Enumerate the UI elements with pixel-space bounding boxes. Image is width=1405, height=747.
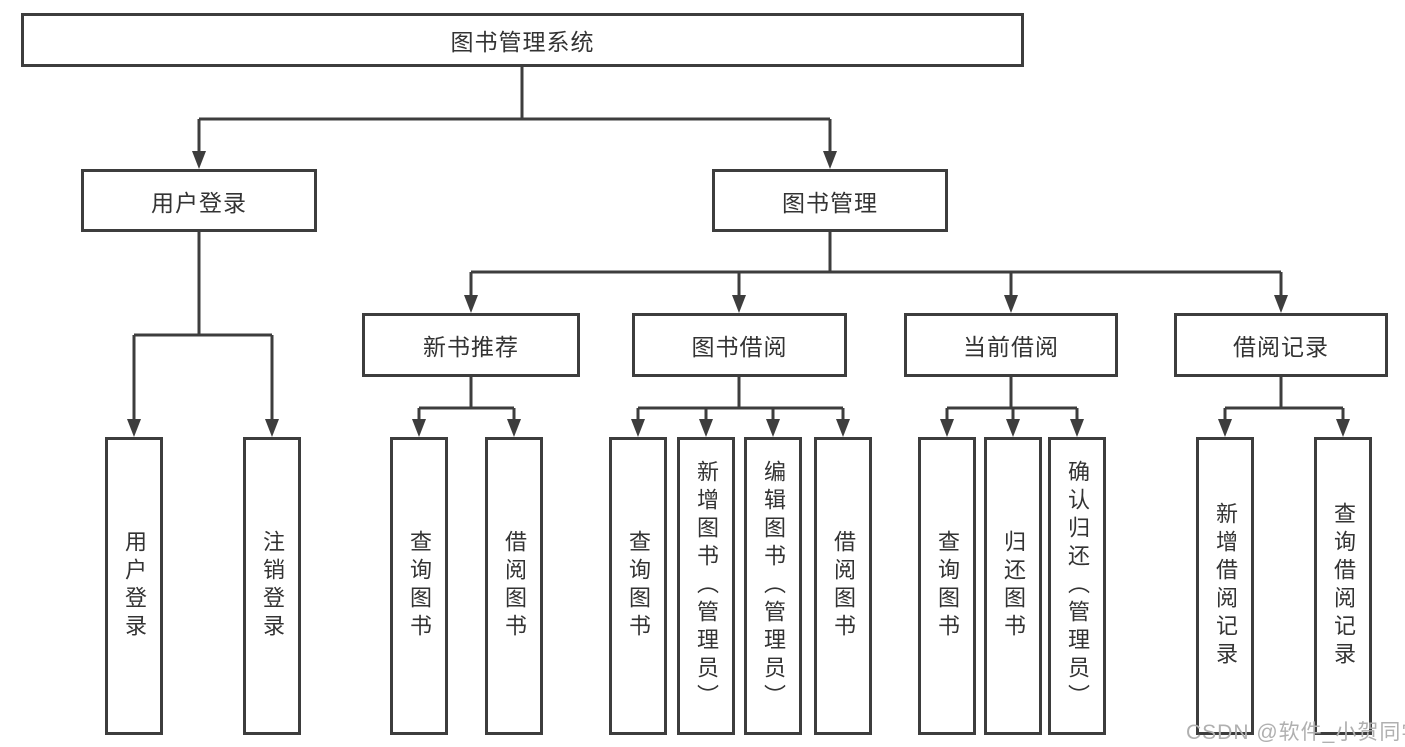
csdn-watermark: CSDN @软件_小贺同学 — [1186, 721, 1405, 744]
connector-segments — [132, 67, 1345, 421]
leaf-logout: 注销登录 — [243, 437, 301, 735]
leaf-edit-books-admin-label: 编辑图书（管理员） — [761, 460, 786, 712]
leaf-query-borrow-record: 查询借阅记录 — [1314, 437, 1372, 735]
leaf-confirm-return-admin-label: 确认归还（管理员） — [1065, 460, 1090, 712]
leaf-return-books-label: 归还图书 — [1001, 530, 1026, 642]
leaf-user-login-label: 用户登录 — [122, 530, 147, 642]
node-user-login: 用户登录 — [81, 169, 317, 232]
leaf-query-books-current: 查询图书 — [918, 437, 976, 735]
leaf-logout-label: 注销登录 — [260, 530, 285, 642]
node-book-borrowing: 图书借阅 — [632, 313, 847, 377]
leaf-borrow-books-borrowing-label: 借阅图书 — [831, 530, 856, 642]
leaf-edit-books-admin: 编辑图书（管理员） — [744, 437, 802, 735]
leaf-borrow-books-recommend: 借阅图书 — [485, 437, 543, 735]
leaf-add-books-admin-label: 新增图书（管理员） — [694, 460, 719, 712]
leaf-query-books-borrowing-label: 查询图书 — [626, 530, 651, 642]
leaf-query-books-recommend: 查询图书 — [390, 437, 448, 735]
leaf-user-login: 用户登录 — [105, 437, 163, 735]
leaf-borrow-books-recommend-label: 借阅图书 — [502, 530, 527, 642]
leaf-add-books-admin: 新增图书（管理员） — [677, 437, 735, 735]
leaf-query-borrow-record-label: 查询借阅记录 — [1331, 502, 1356, 670]
node-root: 图书管理系统 — [21, 13, 1024, 67]
leaf-confirm-return-admin: 确认归还（管理员） — [1048, 437, 1106, 735]
leaf-return-books: 归还图书 — [984, 437, 1042, 735]
node-borrowing-records: 借阅记录 — [1174, 313, 1388, 377]
leaf-query-books-current-label: 查询图书 — [935, 530, 960, 642]
leaf-add-borrow-record: 新增借阅记录 — [1196, 437, 1254, 735]
leaf-query-books-borrowing: 查询图书 — [609, 437, 667, 735]
leaf-borrow-books-borrowing: 借阅图书 — [814, 437, 872, 735]
leaf-query-books-recommend-label: 查询图书 — [407, 530, 432, 642]
arrowheads — [127, 151, 1350, 437]
leaf-add-borrow-record-label: 新增借阅记录 — [1213, 502, 1238, 670]
node-current-borrowing: 当前借阅 — [904, 313, 1118, 377]
node-new-book-recommend: 新书推荐 — [362, 313, 580, 377]
node-book-management: 图书管理 — [712, 169, 948, 232]
